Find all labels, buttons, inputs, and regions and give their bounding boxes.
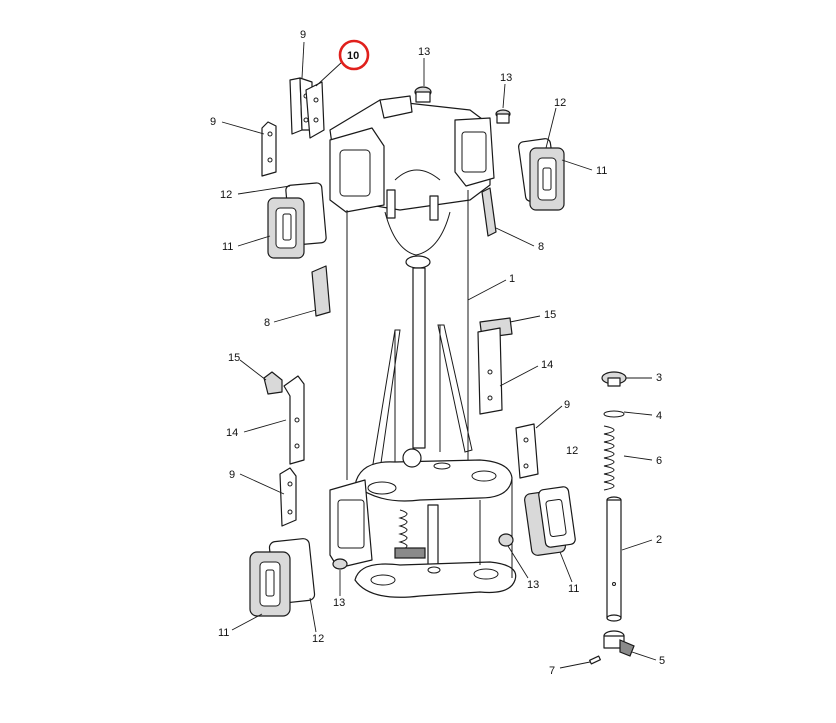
bracket-14-right <box>477 327 503 415</box>
callout-11: 11 <box>568 583 579 595</box>
pin-2 <box>606 496 622 622</box>
bushing-set-lower-left <box>249 538 316 617</box>
callout-15: 15 <box>228 352 240 364</box>
callout-4: 4 <box>656 410 662 422</box>
pad-8-right <box>481 187 497 237</box>
callout-labels: 9 10 13 13 12 9 11 12 11 8 1 8 15 15 14 … <box>210 29 665 677</box>
bolt-13-top-center <box>414 86 432 103</box>
callout-1: 1 <box>509 273 515 285</box>
bolt-13-lower-right <box>498 533 514 547</box>
callout-15: 15 <box>544 309 556 321</box>
callout-12: 12 <box>220 189 232 201</box>
callout-13: 13 <box>333 597 345 609</box>
highlight-ring <box>338 39 370 71</box>
pad-8-left <box>311 265 331 317</box>
callout-3: 3 <box>656 372 662 384</box>
bushing-set-top-right <box>518 138 565 211</box>
clip-ring-4 <box>603 410 625 418</box>
plate-pair-top-left <box>289 77 325 139</box>
bolt-13-lower-left <box>332 558 348 570</box>
callout-9: 9 <box>210 116 216 128</box>
callout-14: 14 <box>541 359 553 371</box>
bushing-set-lower-right <box>524 486 576 556</box>
callout-11: 11 <box>222 241 233 253</box>
knob-3 <box>601 371 627 387</box>
bushing-set-top-left <box>267 182 327 259</box>
callout-2: 2 <box>656 534 662 546</box>
callout-13: 13 <box>418 46 430 58</box>
roll-pin-7 <box>589 655 601 665</box>
callout-11: 11 <box>596 165 607 177</box>
main-frame <box>329 95 517 598</box>
plate-9-right-middle <box>515 423 539 479</box>
plate-9-left-lower <box>279 467 297 527</box>
bolt-13-top-right <box>495 109 511 124</box>
callout-12: 12 <box>554 97 566 109</box>
callout-9: 9 <box>229 469 235 481</box>
handle-5 <box>603 630 635 657</box>
callout-9: 9 <box>300 29 306 41</box>
callout-8: 8 <box>538 241 544 253</box>
callout-9: 9 <box>564 399 570 411</box>
bracket-14-left <box>283 375 305 465</box>
callout-14: 14 <box>226 427 238 439</box>
callout-8: 8 <box>264 317 270 329</box>
callout-10: 10 <box>347 50 359 62</box>
callout-12: 12 <box>312 633 324 645</box>
callout-5: 5 <box>659 655 665 667</box>
callout-13: 13 <box>527 579 539 591</box>
block-15-left <box>263 371 283 395</box>
spring-6 <box>603 425 615 491</box>
inner-spring <box>398 509 408 551</box>
callout-6: 6 <box>656 455 662 467</box>
callout-12: 12 <box>566 445 578 457</box>
callout-7: 7 <box>549 665 555 677</box>
leader-lines <box>221 41 657 669</box>
plate-9-left-upper <box>261 121 277 177</box>
callout-11: 11 <box>218 627 229 639</box>
callout-13: 13 <box>500 72 512 84</box>
